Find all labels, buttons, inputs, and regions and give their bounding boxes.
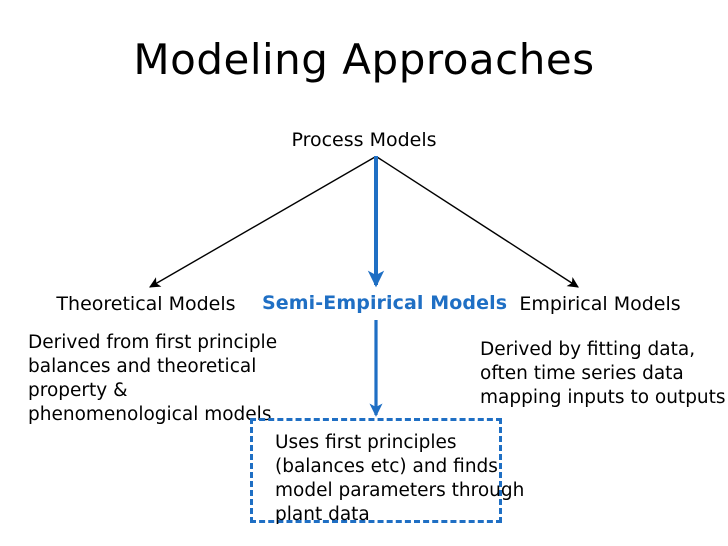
node-process-models-label: Process Models [291, 129, 437, 151]
arrow-process-to-empirical [376, 156, 579, 288]
arrow-process-to-theoretical [149, 156, 376, 288]
description-empirical-models: Derived by fitting data, often time seri… [480, 339, 726, 409]
node-theoretical-models-label: Theoretical Models [56, 293, 236, 315]
node-empirical-models-label: Empirical Models [519, 293, 681, 315]
node-semi-empirical-models-label: Semi-Empirical Models [262, 292, 508, 314]
description-semi-empirical-models-box: Uses first principles (balances etc) and… [250, 418, 524, 525]
description-theoretical-models: Derived from first principle balances an… [28, 332, 278, 426]
page-title: Modeling Approaches [133, 35, 595, 84]
description-semi-empirical-models: Uses first principles (balances etc) and… [275, 432, 525, 526]
